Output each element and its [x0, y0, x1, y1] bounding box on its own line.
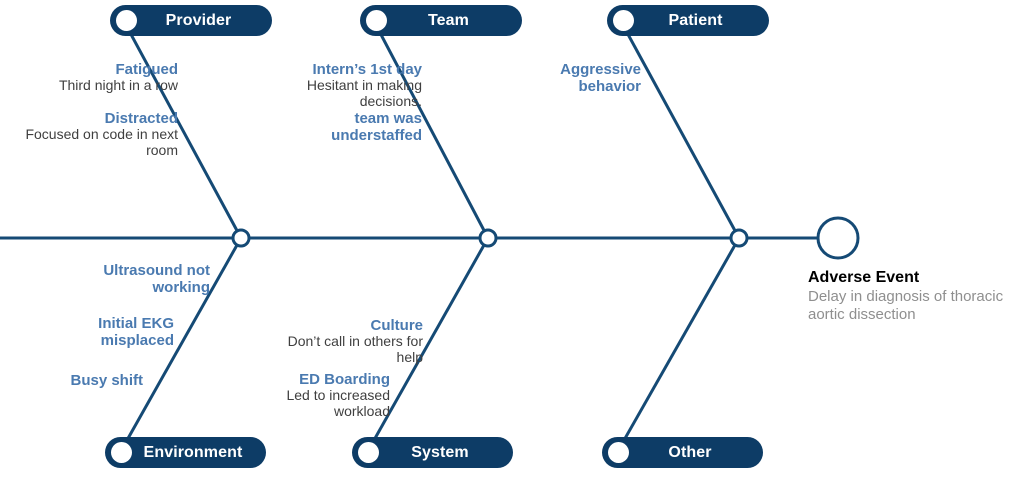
- cause-title: ED Boarding: [299, 371, 390, 388]
- system-bone: [367, 237, 490, 450]
- effect-description: Delay in diagnosis of thoracic aortic di…: [808, 288, 1004, 324]
- cause-detail: Hesitant in making decisions.: [306, 77, 422, 110]
- category-label: Environment: [143, 443, 243, 461]
- cause-title: Busy shift: [70, 372, 143, 389]
- category-label: Other: [668, 443, 712, 461]
- team-bone: [375, 26, 490, 239]
- patient-bone: [622, 26, 741, 239]
- cause-title: team was understaffed: [331, 110, 422, 145]
- cause-detail: Focused on code in next room: [25, 126, 178, 159]
- bones-group: [120, 26, 741, 450]
- category-label: System: [411, 443, 469, 461]
- category-pill-provider[interactable]: Provider: [110, 5, 272, 36]
- cause-title: Culture: [370, 317, 424, 334]
- cause-title: Aggressive behavior: [560, 61, 641, 96]
- cause-title: Distracted: [104, 110, 178, 127]
- provider-bone: [125, 26, 243, 239]
- cause-title: Ultrasound not working: [103, 262, 210, 297]
- pill-bullet-icon: [111, 442, 132, 463]
- spine-joint-1: [231, 228, 251, 248]
- cause-detail: Third night in a row: [58, 77, 178, 94]
- category-pill-system[interactable]: System: [352, 437, 513, 468]
- pill-bullet-icon: [608, 442, 629, 463]
- cause-title: Fatigued: [115, 61, 179, 78]
- category-label: Provider: [165, 11, 232, 29]
- effect-box: Adverse Event Delay in diagnosis of thor…: [808, 268, 1020, 325]
- spine-joint-2: [478, 228, 498, 248]
- cause-detail: Led to increased workload: [286, 387, 390, 420]
- cause-title: Intern’s 1st day: [312, 61, 422, 78]
- cause-title: Initial EKG misplaced: [98, 315, 174, 350]
- cause-environment-3: Busy shift: [46, 372, 143, 389]
- cause-team-2: team was understaffed: [268, 110, 422, 144]
- cause-patient-1: Aggressive behavior: [527, 61, 641, 95]
- category-label: Patient: [668, 11, 723, 29]
- category-pill-other[interactable]: Other: [602, 437, 763, 468]
- pill-bullet-icon: [116, 10, 137, 31]
- category-label: Team: [427, 11, 469, 29]
- spine-joint-3: [729, 228, 749, 248]
- effect-head-circle: [816, 216, 860, 260]
- cause-detail: Don’t call in others for help: [287, 333, 423, 366]
- pill-bullet-icon: [366, 10, 387, 31]
- category-pill-environment[interactable]: Environment: [105, 437, 266, 468]
- other-bone: [617, 237, 741, 450]
- joints-group: [231, 228, 749, 248]
- environment-bone: [120, 237, 243, 450]
- category-pill-patient[interactable]: Patient: [607, 5, 769, 36]
- cause-environment-2: Initial EKG misplaced: [46, 315, 174, 349]
- pill-bullet-icon: [613, 10, 634, 31]
- effect-title: Adverse Event: [808, 269, 920, 286]
- category-pill-team[interactable]: Team: [360, 5, 522, 36]
- cause-environment-1: Ultrasound not working: [46, 262, 210, 296]
- pill-bullet-icon: [358, 442, 379, 463]
